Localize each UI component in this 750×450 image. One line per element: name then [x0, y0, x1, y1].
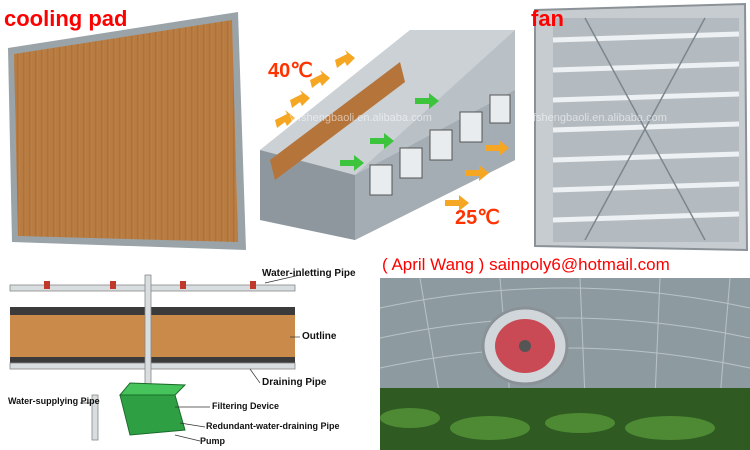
hot-air-arrows: [275, 50, 355, 128]
pump-label: Pump: [200, 436, 226, 446]
watermark: wfshengbaoli.en.alibaba.com: [290, 112, 432, 124]
outline-label: Outline: [302, 331, 337, 342]
exhaust-arrows: [445, 140, 509, 211]
water-inletting-pipe-label: Water-inletting Pipe: [262, 268, 356, 279]
fan-photo: fan wfshengbaoli.en.alibaba.com: [525, 0, 750, 255]
cooling-pad-photo: cooling pad: [0, 0, 250, 255]
fan-label: fan: [531, 6, 564, 31]
pipe-system-illustration: [9, 274, 301, 442]
cool-air-arrows: [340, 93, 439, 171]
greenhouse-fan-image: [380, 278, 750, 450]
exhaust-fans: [369, 94, 511, 196]
tunnel-ventilation-diagram: 40℃ 25℃ wfshengbaoli.en.alibaba.com: [250, 0, 525, 255]
cooling-pad-label: cooling pad: [4, 6, 128, 31]
cooling-pad-image: [8, 12, 246, 250]
water-supplying-pipe-label: Water-supplying Pipe: [8, 396, 100, 406]
temperature-hot-label: 40℃: [268, 60, 313, 82]
greenhouse-tunnel-illustration: [260, 30, 515, 240]
draining-pipe-label: Draining Pipe: [262, 377, 327, 388]
redundant-water-draining-pipe-label: Redundant-water-draining Pipe: [206, 421, 340, 431]
greenhouse-photo: [380, 278, 750, 450]
watermark: wfshengbaoli.en.alibaba.com: [525, 112, 667, 124]
contact-bar: ( April Wang ) sainpoly6@hotmail.com: [380, 255, 750, 278]
cooling-pad-system-diagram: Water-inletting Pipe Outline Draining Pi…: [0, 255, 380, 450]
temperature-cool-label: 25℃: [455, 207, 500, 229]
box-fan-image: [534, 2, 749, 252]
contact-text: ( April Wang ) sainpoly6@hotmail.com: [382, 255, 670, 274]
filtering-device-label: Filtering Device: [212, 401, 280, 411]
